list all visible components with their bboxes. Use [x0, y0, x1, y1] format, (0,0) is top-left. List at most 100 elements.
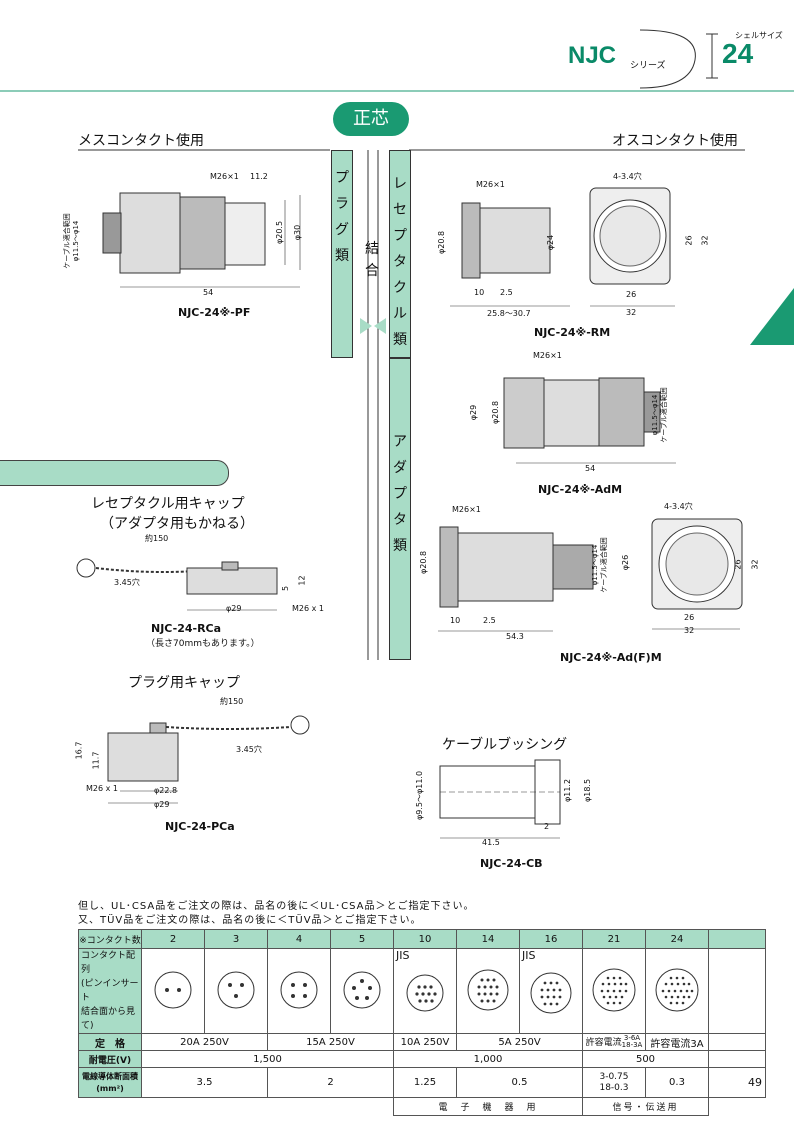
adapter-column: ア ダ プ タ 類 — [389, 358, 411, 660]
rm-w2: 32 — [626, 308, 637, 317]
col-char: 結 — [365, 241, 379, 257]
adfm-dia1: φ20.8 — [419, 550, 429, 575]
cb-d1: 2 — [544, 822, 550, 831]
voltage-value: 1,000 — [393, 1050, 583, 1068]
rm-len: 25.8～30.7 — [487, 309, 531, 318]
wire-label-line: 電線導体断面積 — [82, 1071, 138, 1081]
pca-chain: 約150 — [220, 697, 244, 706]
adm-thread: M26×1 — [533, 351, 562, 360]
pf-part-name: NJC-24※-PF — [178, 306, 251, 319]
pca-h1: 16.7 — [74, 741, 84, 760]
contact-count: 16 — [519, 929, 583, 949]
footer-electronic: 電 子 機 器 用 — [393, 1097, 583, 1116]
drawing-adm — [503, 377, 676, 464]
note-1: 但し、UL･CSA品をご注文の際は、品名の後に＜UL･CSA品＞とご指定下さい。 — [78, 901, 475, 912]
empty-cell — [708, 1050, 766, 1068]
table-row: 定 格 20A 250V 15A 250V 10A 250V 5A 250V 許… — [78, 1033, 766, 1051]
col-char: 類 — [335, 248, 349, 264]
wire-label: 電線導体断面積 (mm²) — [78, 1067, 142, 1098]
rating-label: 定 格 — [78, 1033, 142, 1051]
col-char: セ — [393, 202, 407, 218]
pf-d1: 11.2 — [250, 172, 268, 181]
shell-size: 24 — [722, 38, 754, 69]
rca-h2: 5 — [281, 585, 291, 592]
adfm-d1: 10 — [450, 616, 461, 625]
allow-value: 3-6A — [623, 1034, 641, 1043]
col-char: ク — [393, 280, 407, 296]
rm-d1: 10 — [474, 288, 485, 297]
adfm-dia2: φ26 — [621, 554, 631, 571]
male-title: オスコンタクト使用 — [612, 133, 738, 149]
wire-value: 3-0.75 — [599, 1071, 629, 1082]
pca-title: プラグ用キャップ — [128, 675, 240, 691]
pin-14 — [456, 948, 520, 1034]
pca-dia2: φ29 — [154, 800, 170, 809]
wire-value: 18-0.3 — [599, 1082, 629, 1093]
adfm-thread: M26×1 — [452, 505, 481, 514]
wire-value: 0.5 — [456, 1067, 583, 1098]
pca-thread: M26 x 1 — [86, 784, 118, 793]
contact-count: 4 — [267, 929, 331, 949]
cable-label: ケーブル適合範囲 — [600, 537, 608, 593]
pin-5 — [330, 948, 394, 1034]
wire-value: 2 — [267, 1067, 394, 1098]
rating-value: 10A 250V — [393, 1033, 457, 1051]
rm-w2-v: 32 — [700, 235, 710, 246]
col-char: 合 — [365, 263, 379, 279]
adfm-len: 54.3 — [506, 632, 524, 641]
rca-part-name: NJC-24-RCa — [151, 622, 222, 635]
voltage-value: 1,500 — [141, 1050, 394, 1068]
receptacle-column: レ セ プ タ ク ル 類 — [389, 150, 411, 358]
col-char: ダ — [393, 460, 407, 476]
empty-cell — [709, 1098, 766, 1116]
cable-range: φ11.5～φ14 — [651, 394, 659, 436]
rca-title1: レセプタクル用キャップ — [91, 496, 245, 512]
voltage-value: 500 — [582, 1050, 709, 1068]
rca-title2: （アダプタ用もかねる） — [100, 516, 254, 532]
allow-value: 18-3A — [621, 1041, 643, 1050]
pf-cable: ケーブル適合範囲 φ11.5～φ14 — [63, 201, 81, 281]
female-title: メスコンタクト使用 — [78, 133, 204, 149]
cb-dia3: φ18.5 — [583, 778, 593, 803]
rm-w1: 26 — [626, 290, 637, 299]
drawing-pca — [107, 715, 310, 804]
contact-count: 3 — [204, 929, 268, 949]
header-curve — [0, 29, 794, 345]
page-number: 49 — [748, 1076, 762, 1089]
col-char: ラ — [335, 196, 349, 212]
rca-thread: M26 x 1 — [292, 604, 324, 613]
drawing-pf — [102, 192, 301, 288]
bond-column: 結 合 — [362, 238, 382, 282]
section-band — [0, 460, 229, 486]
plug-column: プ ラ グ 類 — [331, 150, 353, 358]
title-lines — [78, 149, 745, 660]
rm-thread: M26×1 — [476, 180, 505, 189]
pin-label-line: 結合面から見て) — [81, 1007, 136, 1031]
badge-text: 正芯 — [353, 108, 389, 129]
adfm-d2: 2.5 — [483, 616, 496, 625]
contact-count: 24 — [645, 929, 709, 949]
contact-count: 14 — [456, 929, 520, 949]
rca-dia: φ29 — [226, 604, 242, 613]
adfm-w1: 26 — [684, 613, 695, 622]
pin-2 — [141, 948, 205, 1034]
adm-len: 54 — [585, 464, 596, 473]
drawing-cb — [439, 759, 561, 839]
adm-cable: φ11.5～φ14 ケーブル適合範囲 — [651, 375, 669, 455]
rca-hole: 3.45穴 — [114, 578, 140, 587]
wire-label-line: (mm²) — [96, 1083, 124, 1093]
rm-dia1: φ20.8 — [437, 230, 447, 255]
contact-count: 5 — [330, 929, 394, 949]
col-char: 類 — [393, 332, 407, 348]
adfm-holes: 4-3.4穴 — [664, 502, 693, 511]
cable-label: ケーブル適合範囲 — [660, 387, 668, 443]
col-char: ル — [393, 306, 407, 322]
pin-4 — [267, 948, 331, 1034]
contact-label: ※コンタクト数 — [78, 929, 142, 949]
voltage-label: 耐電圧(V) — [78, 1050, 142, 1068]
col-char: プ — [393, 228, 407, 244]
pin-label-line: (ピンインサート — [81, 979, 139, 1003]
spec-table: ※コンタクト数 2 3 4 5 10 14 16 21 24 コンタクト配列 (… — [78, 929, 766, 1116]
footer-signal: 信号・伝送用 — [582, 1097, 709, 1116]
